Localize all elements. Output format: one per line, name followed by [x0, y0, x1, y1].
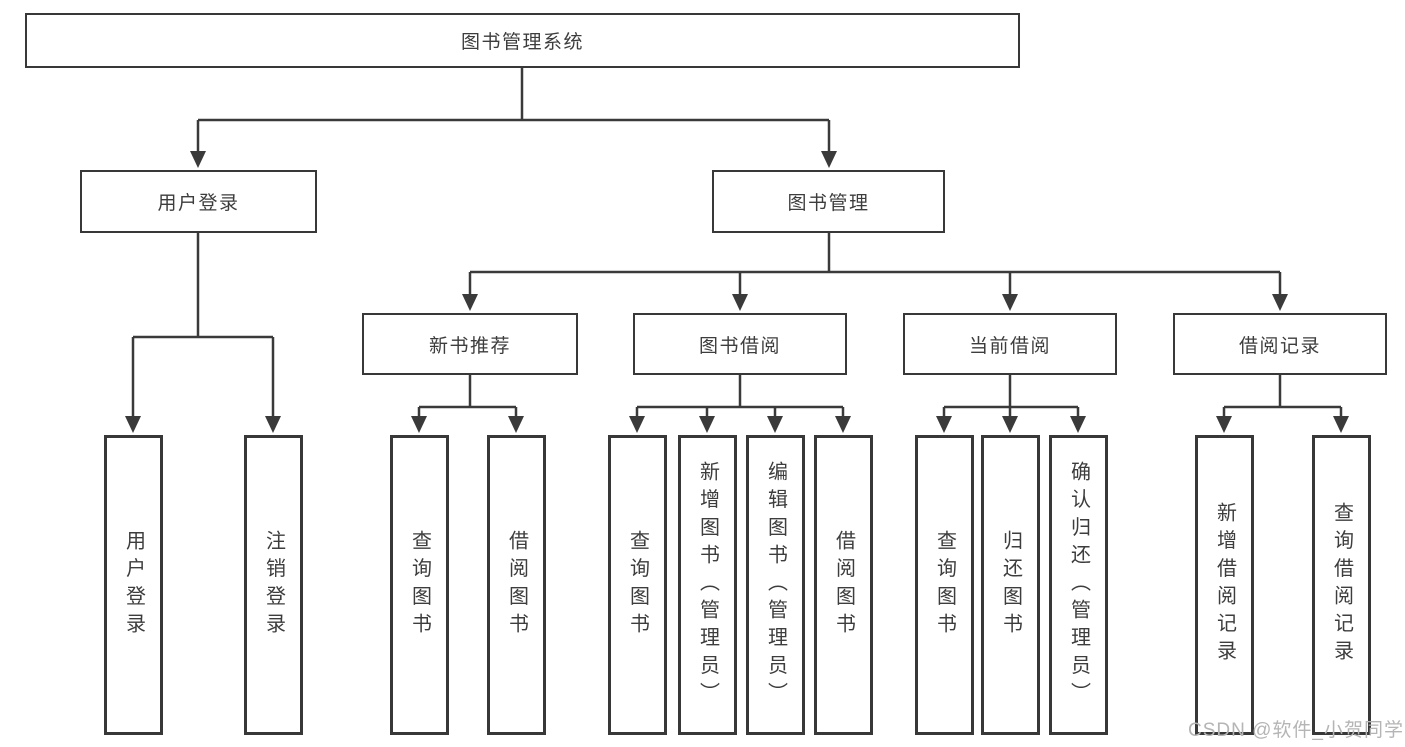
csdn-watermark: CSDN @软件_小贺同学	[1188, 720, 1404, 741]
leaf-label: 用户登录	[122, 529, 145, 641]
node-borrowing-records: 借阅记录	[1173, 313, 1387, 375]
leaf-newbook-query-books: 查询图书	[390, 435, 449, 735]
leaf-user-login: 用户登录	[104, 435, 163, 735]
leaf-label: 借阅图书	[832, 529, 855, 641]
node-book-management: 图书管理	[712, 170, 945, 233]
leaf-label: 借阅图书	[505, 529, 528, 641]
node-book-borrowing: 图书借阅	[633, 313, 847, 375]
leaf-borrow-add-books-admin: 新增图书（管理员）	[678, 435, 737, 735]
leaf-records-query-record: 查询借阅记录	[1312, 435, 1371, 735]
leaf-label: 注销登录	[262, 529, 285, 641]
leaf-records-add-record: 新增借阅记录	[1195, 435, 1254, 735]
node-new-book-recommendation: 新书推荐	[362, 313, 578, 375]
leaf-label: 编辑图书（管理员）	[764, 460, 787, 710]
leaf-label: 归还图书	[999, 529, 1022, 641]
leaf-label: 查询借阅记录	[1330, 502, 1353, 668]
leaf-label: 新增借阅记录	[1213, 502, 1236, 668]
leaf-label: 查询图书	[933, 529, 956, 641]
node-label: 新书推荐	[428, 335, 511, 357]
node-user-login: 用户登录	[80, 170, 317, 233]
leaf-label: 查询图书	[408, 529, 431, 641]
node-label: 借阅记录	[1238, 335, 1321, 357]
node-label: 图书管理系统	[460, 32, 584, 53]
leaf-current-return-books: 归还图书	[981, 435, 1040, 735]
leaf-label: 查询图书	[626, 529, 649, 641]
leaf-borrow-borrow-books: 借阅图书	[814, 435, 873, 735]
leaf-borrow-edit-books-admin: 编辑图书（管理员）	[746, 435, 805, 735]
node-current-borrowing: 当前借阅	[903, 313, 1117, 375]
node-library-management-system: 图书管理系统	[25, 13, 1020, 68]
leaf-newbook-borrow-books: 借阅图书	[487, 435, 546, 735]
node-label: 图书管理	[787, 193, 870, 214]
leaf-logout: 注销登录	[244, 435, 303, 735]
leaf-label: 确认归还（管理员）	[1067, 460, 1090, 710]
node-label: 用户登录	[157, 193, 240, 214]
leaf-borrow-query-books: 查询图书	[608, 435, 667, 735]
leaf-label: 新增图书（管理员）	[696, 460, 719, 710]
leaf-current-confirm-return-admin: 确认归还（管理员）	[1049, 435, 1108, 735]
leaf-current-query-books: 查询图书	[915, 435, 974, 735]
node-label: 当前借阅	[968, 335, 1051, 357]
node-label: 图书借阅	[698, 335, 781, 357]
arrowhead-icons	[125, 151, 1349, 433]
